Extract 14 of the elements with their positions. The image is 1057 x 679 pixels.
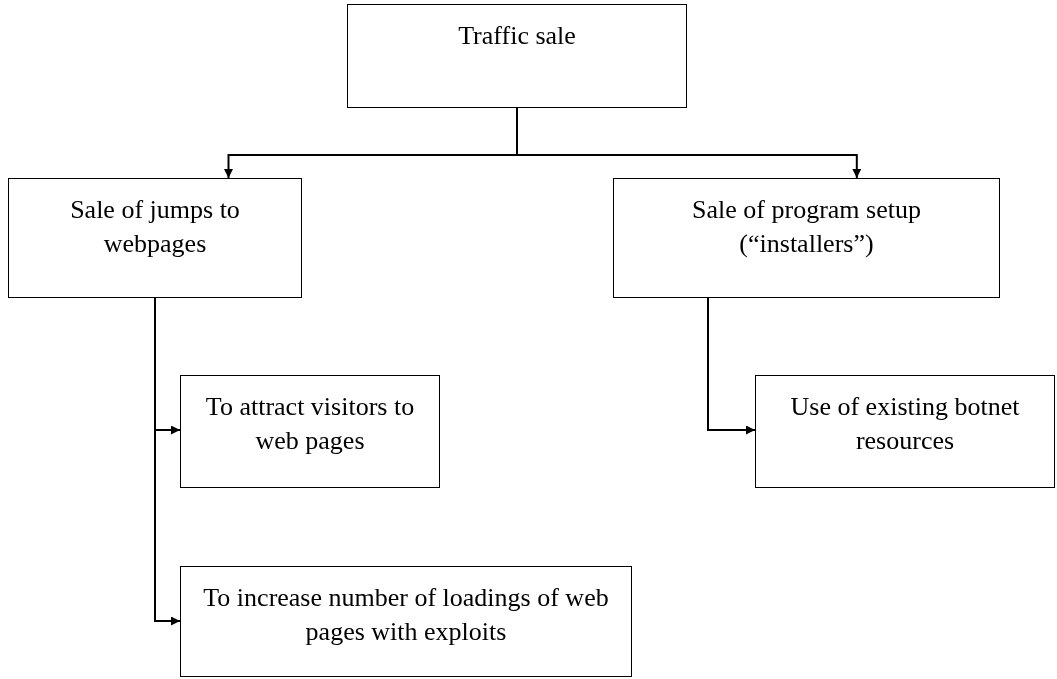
box-text: Use of existing botnet resources [789, 391, 1021, 457]
process-box [613, 178, 1000, 298]
process-box [755, 375, 1055, 488]
box-text: Sale of program setup (“installers”) [691, 194, 922, 260]
box-text: Traffic sale [458, 20, 576, 52]
box-text: To increase number of loadings of web pages with exploits [202, 582, 610, 648]
box-text: Sale of jumps to webpages [69, 194, 241, 260]
process-box [8, 178, 302, 298]
process-box [180, 566, 632, 677]
arrow [707, 297, 756, 435]
process-box [180, 375, 440, 488]
arrow [154, 297, 181, 626]
process-box [347, 4, 687, 108]
box-text: To attract visitors to web pages [204, 391, 416, 457]
